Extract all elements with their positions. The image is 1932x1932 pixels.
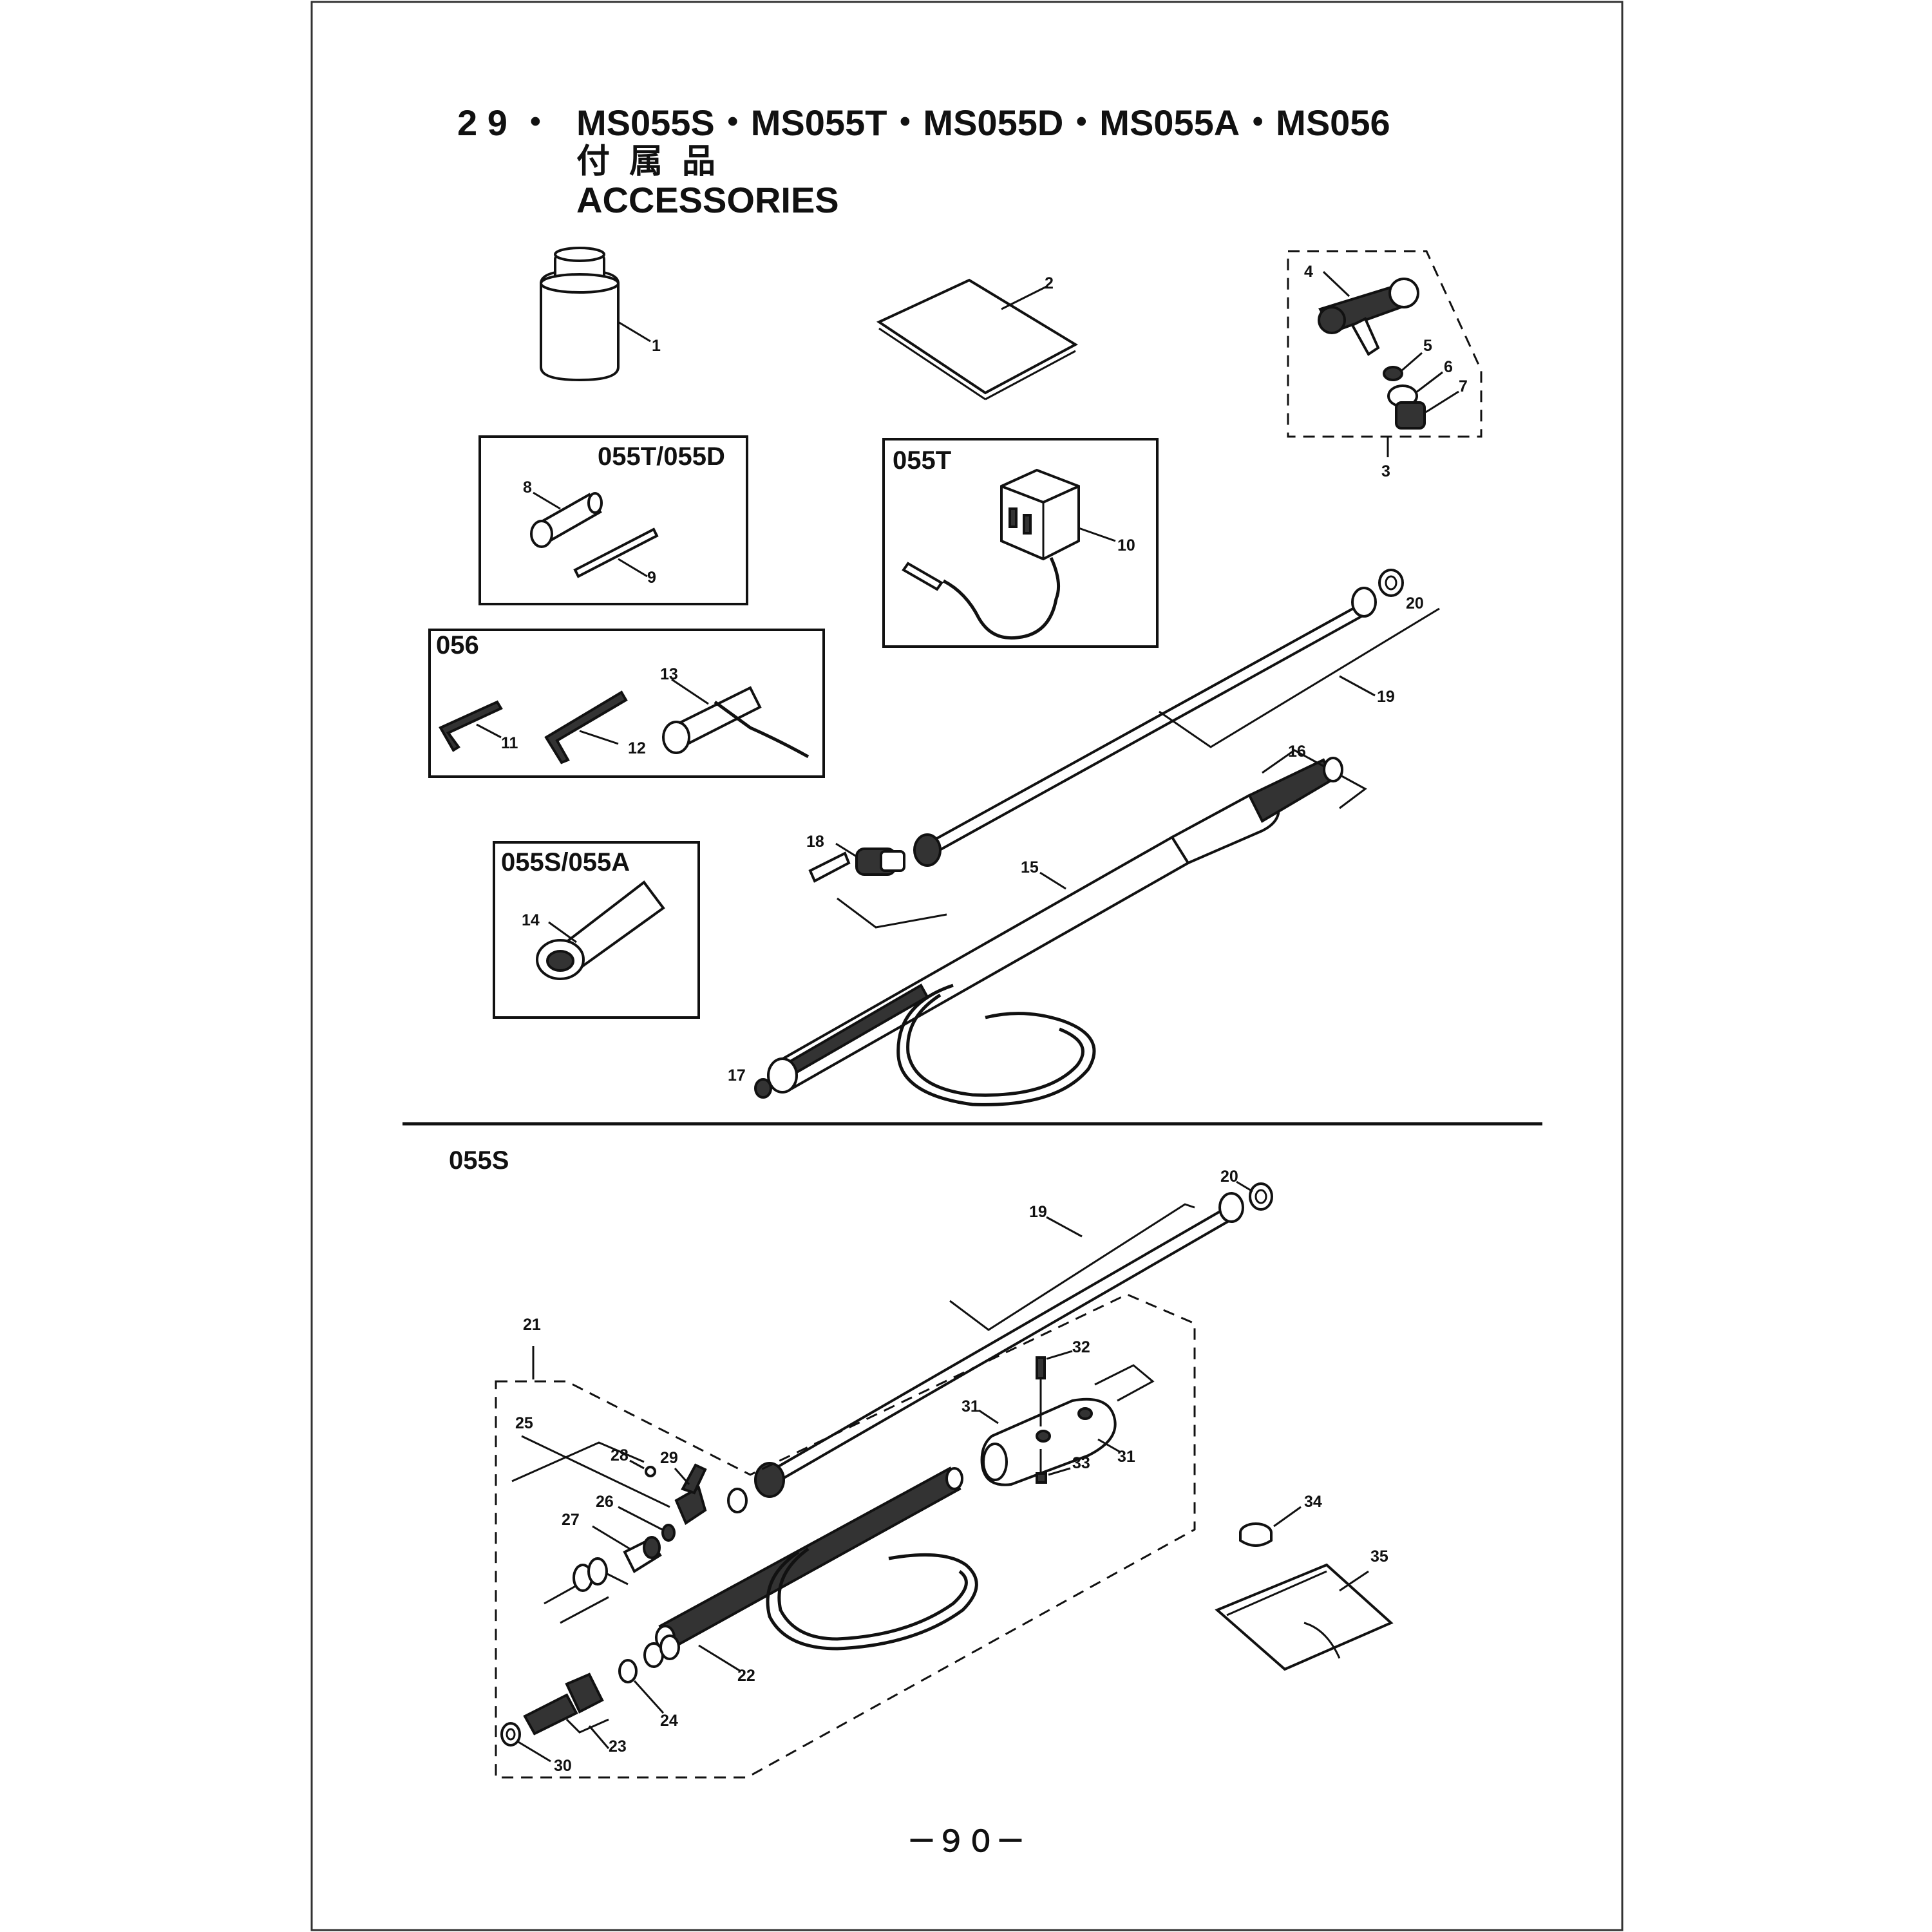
label-15: 15 (1021, 858, 1039, 876)
part-12-hex-key-large (544, 690, 628, 764)
box-055t-title: 055T (893, 446, 951, 475)
label-9: 9 (647, 569, 656, 587)
model-list: MS055S・MS055T・MS055D・MS055A・MS056 (576, 102, 1390, 143)
part-35-bag (1215, 1563, 1394, 1671)
label-7: 7 (1459, 377, 1468, 395)
label-24: 24 (660, 1712, 678, 1730)
part-10-ac-adapter (902, 468, 1116, 640)
label-22: 22 (737, 1667, 755, 1685)
page-number: －９０－ (907, 1824, 1025, 1858)
label-1: 1 (652, 337, 661, 355)
part-20-washer (1378, 569, 1404, 597)
part-18-valve (808, 842, 947, 929)
label-27: 27 (562, 1511, 580, 1529)
label-26: 26 (596, 1493, 614, 1511)
label-35: 35 (1370, 1548, 1388, 1566)
label-2: 2 (1045, 274, 1054, 292)
label-32: 32 (1072, 1338, 1090, 1356)
label-20-055s: 20 (1220, 1168, 1238, 1186)
label-8: 8 (523, 478, 532, 497)
part-28-ball (629, 1459, 656, 1477)
section-number: 2 9 ・ (457, 102, 553, 143)
label-3: 3 (1381, 462, 1390, 480)
box-056-title: 056 (436, 631, 479, 659)
label-5: 5 (1423, 337, 1432, 355)
part-hose-clamp (573, 1557, 608, 1592)
part-9-tommy-bar (573, 527, 659, 578)
label-19-055s: 19 (1029, 1203, 1047, 1221)
part-washer-valve (727, 1488, 748, 1513)
part-15-vibrator-hose (767, 749, 1367, 1106)
label-16: 16 (1288, 743, 1306, 761)
label-29: 29 (660, 1449, 678, 1467)
label-19: 19 (1377, 688, 1395, 706)
part-17-o-ring (754, 1078, 772, 1099)
part-19-flexible-shaft (913, 587, 1440, 867)
part-8-box-wrench (530, 491, 603, 548)
part-24-rings (618, 1634, 680, 1714)
part-22-vibrator-hose (655, 1466, 978, 1672)
label-34: 34 (1304, 1493, 1322, 1511)
part-4-elbow-fitting (1318, 270, 1419, 356)
box-056 (428, 629, 825, 778)
part-32-screw (1036, 1350, 1073, 1426)
part-14-spanner (536, 880, 665, 980)
label-11: 11 (501, 734, 518, 752)
part-1-oil-bottle (540, 247, 651, 382)
label-30: 30 (554, 1757, 572, 1775)
label-14: 14 (522, 911, 540, 929)
label-20: 20 (1406, 594, 1424, 612)
title-english: ACCESSORIES (576, 180, 839, 220)
title-japanese: 付属品 (576, 142, 735, 181)
box-055s-055a-title: 055S/055A (501, 848, 630, 876)
label-25: 25 (515, 1414, 533, 1432)
part-31-grip (978, 1364, 1155, 1486)
section-055s-title: 055S (449, 1146, 509, 1175)
part-19-flexible-shaft-055s (754, 1192, 1244, 1498)
box-055t-055d-title: 055T/055D (598, 442, 725, 471)
label-21: 21 (523, 1316, 541, 1334)
part-26-o-ring (618, 1506, 676, 1542)
part-33-nut (1036, 1449, 1071, 1484)
box-055t (882, 438, 1159, 648)
part-25-valve-body (511, 1435, 670, 1508)
label-17: 17 (728, 1066, 746, 1084)
part-20-washer-055s (1236, 1180, 1273, 1211)
part-7-coupling (1395, 390, 1459, 430)
part-27-nipple (544, 1525, 662, 1624)
label-31-left: 31 (961, 1397, 980, 1416)
part-34-cap (1239, 1506, 1302, 1547)
part-11-hex-key-small (439, 700, 503, 752)
part-5-washer (1383, 352, 1423, 381)
label-31-right: 31 (1117, 1448, 1135, 1466)
box-055s-055a (493, 841, 700, 1019)
part-29-valve-lever (674, 1463, 707, 1525)
label-13: 13 (660, 665, 678, 683)
part-16-o-ring (1323, 757, 1343, 782)
page-border (310, 1, 1624, 1931)
part-2-instruction-manual (876, 278, 1079, 401)
group-21-dashed-box (495, 1293, 1196, 1779)
part-23-coupling (523, 1672, 610, 1749)
part-30-washer (500, 1722, 551, 1763)
label-18: 18 (806, 833, 824, 851)
label-12: 12 (628, 739, 646, 757)
label-10: 10 (1117, 536, 1135, 554)
label-4: 4 (1304, 263, 1313, 281)
label-23: 23 (609, 1738, 627, 1756)
part-13-socket-wrench (662, 678, 810, 759)
box-055t-055d (478, 435, 748, 605)
label-6: 6 (1444, 358, 1453, 376)
label-33: 33 (1072, 1454, 1090, 1472)
group-3-dashed-box (1287, 250, 1482, 438)
